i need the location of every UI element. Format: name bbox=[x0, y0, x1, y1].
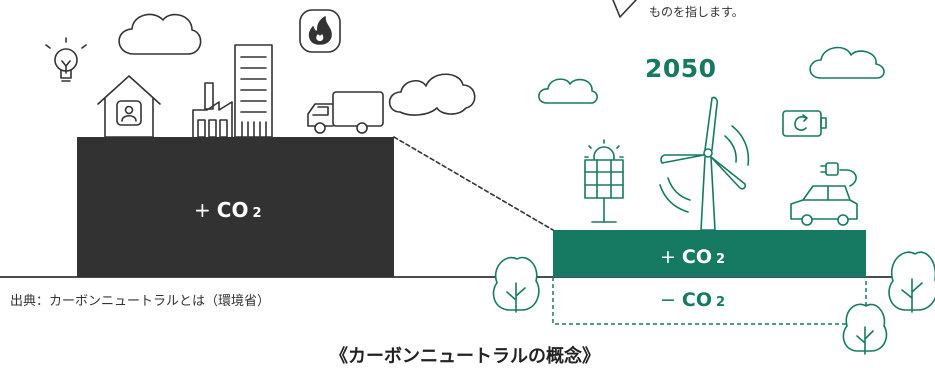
emission-sign: + bbox=[194, 198, 211, 222]
tree-icon bbox=[492, 256, 540, 313]
absorption-sign: − bbox=[660, 289, 676, 311]
emission-co-green: CO bbox=[681, 246, 713, 268]
truck-icon bbox=[307, 91, 384, 134]
target-year: 2050 bbox=[645, 54, 717, 83]
cloud-icon bbox=[538, 78, 598, 104]
battery-icon bbox=[782, 110, 827, 137]
speech-bubble-tail bbox=[612, 0, 637, 18]
emission-block bbox=[77, 137, 394, 277]
dashed-connector bbox=[393, 136, 554, 231]
figure-caption: 《カーボンニュートラルの概念》 bbox=[330, 346, 600, 367]
cloud-icon bbox=[809, 46, 885, 79]
tree-icon bbox=[888, 251, 935, 313]
emission-block-green bbox=[553, 230, 866, 277]
cloud-icon bbox=[118, 13, 202, 55]
absorption-co: CO bbox=[681, 289, 713, 311]
building-icon bbox=[234, 44, 273, 138]
emission-subscript-green: 2 bbox=[716, 252, 726, 267]
absorption-dashed-box bbox=[552, 277, 867, 325]
emission-subscript: 2 bbox=[252, 206, 262, 221]
emission-sign-green: + bbox=[660, 246, 676, 268]
speech-bubble-text: ものを指します。 bbox=[649, 5, 744, 19]
electric-car-icon bbox=[790, 162, 858, 226]
solar-panel-icon bbox=[584, 139, 624, 223]
tree-icon bbox=[842, 303, 888, 355]
house-icon bbox=[97, 75, 161, 138]
factory-icon bbox=[192, 82, 233, 138]
wind-turbine-icon bbox=[659, 96, 750, 231]
fire-icon bbox=[299, 9, 341, 53]
absorption-subscript: 2 bbox=[716, 295, 726, 310]
source-citation: 出典：カーボンニュートラルとは（環境省） bbox=[10, 294, 271, 309]
smoke-cloud-icon bbox=[388, 73, 476, 116]
light-bulb-icon bbox=[45, 37, 87, 82]
emission-co: CO bbox=[216, 198, 249, 222]
